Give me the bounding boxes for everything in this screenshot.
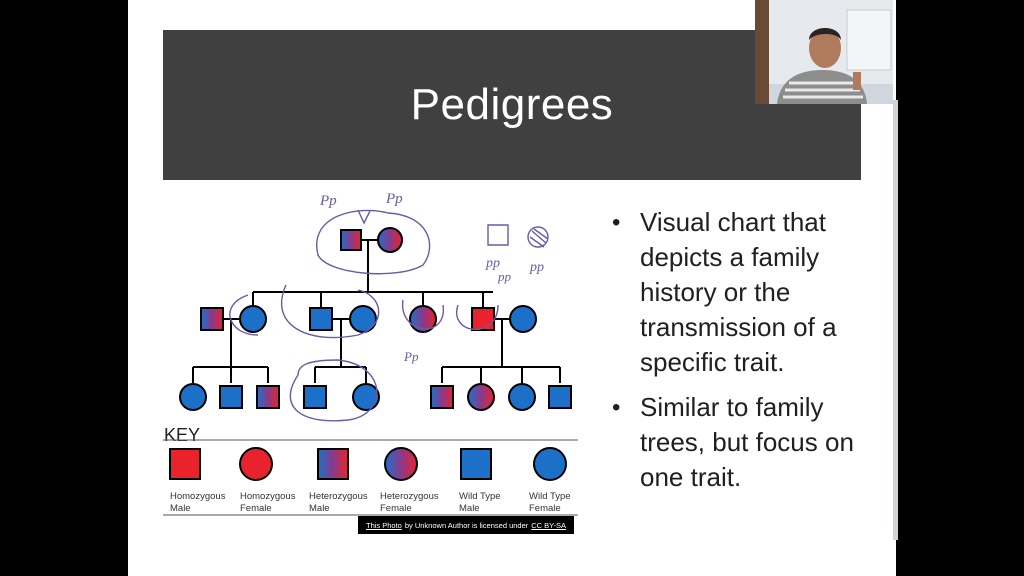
generation-1 [340,227,403,292]
key-label-line2: Female [380,503,412,514]
bullet-marker: • [612,394,621,421]
homozygous-male-icon [471,307,495,331]
heterozygous-male-icon [340,229,362,251]
wild-type-male-icon [309,307,333,331]
half-circle-icon [384,447,418,481]
bullet-item: • Visual chart that depicts a family his… [608,205,878,380]
key-label-line1: Heterozygous [380,491,439,502]
pedigree-diagram: Pp Pp pp pp pp Pp KEY Homozygous Male Ho… [163,191,578,516]
generation-2 [200,305,537,367]
key-label-line2: Female [240,503,272,514]
key-label-line1: Wild Type [459,491,501,502]
wild-type-male-icon [303,385,327,409]
wild-type-female-icon [179,383,207,411]
key-title: KEY [164,425,200,445]
credit-license-link[interactable]: CC BY-SA [531,520,566,530]
key-label-line1: Heterozygous [309,491,368,502]
annotation-circle-pp: pp [529,260,544,275]
heterozygous-female-icon [467,383,495,411]
key-label-line1: Homozygous [240,491,296,502]
wild-type-female-icon [509,305,537,333]
key-label-line2: Male [170,503,191,514]
presenter-webcam [755,0,893,104]
blue-circle-icon [533,447,567,481]
generation-3 [179,383,572,411]
key-legend: Homozygous Male Homozygous Female Hetero… [163,447,578,516]
key-label-line1: Wild Type [529,491,571,502]
bullet-item: • Similar to family trees, but focus on … [608,390,878,495]
wild-type-female-icon [349,305,377,333]
key-label-line2: Male [309,503,330,514]
handwritten-annotations [229,209,549,422]
half-square-icon [317,448,349,480]
annotation-pp-right: Pp [385,191,403,207]
annotation-pp-left: Pp [319,193,337,209]
key-label-line2: Female [529,503,561,514]
blue-square-icon [460,448,492,480]
window-edge [893,100,898,540]
credit-photo-link[interactable]: This Photo [365,520,402,530]
red-circle-icon [239,447,273,481]
bullet-marker: • [612,209,621,236]
webcam-feed [755,0,893,104]
wild-type-female-icon [508,383,536,411]
key-label-line2: Male [459,503,480,514]
image-credit: This Photo by Unknown Author is licensed… [358,516,574,534]
annotation-square-pp: pp [485,256,500,271]
annotation-side-pp: Pp [403,349,419,364]
bullet-text: Visual chart that depicts a family histo… [640,207,837,377]
heterozygous-male-icon [200,307,224,331]
bullet-text: Similar to family trees, but focus on on… [640,392,854,492]
key-label-line1: Homozygous [170,491,226,502]
wild-type-female-icon [239,305,267,333]
annotation-middle-pp: pp [497,269,512,284]
heterozygous-male-icon [256,385,280,409]
heterozygous-male-icon [430,385,454,409]
heterozygous-female-icon [377,227,403,253]
bullet-list: • Visual chart that depicts a family his… [608,205,878,505]
wild-type-male-icon [219,385,243,409]
wild-type-male-icon [548,385,572,409]
title-bar: Pedigrees [163,30,861,180]
wild-type-female-icon [352,383,380,411]
slide-title: Pedigrees [410,80,614,129]
credit-text: by Unknown Author is licensed under [404,520,529,530]
red-square-icon [169,448,201,480]
heterozygous-female-icon [409,305,437,333]
